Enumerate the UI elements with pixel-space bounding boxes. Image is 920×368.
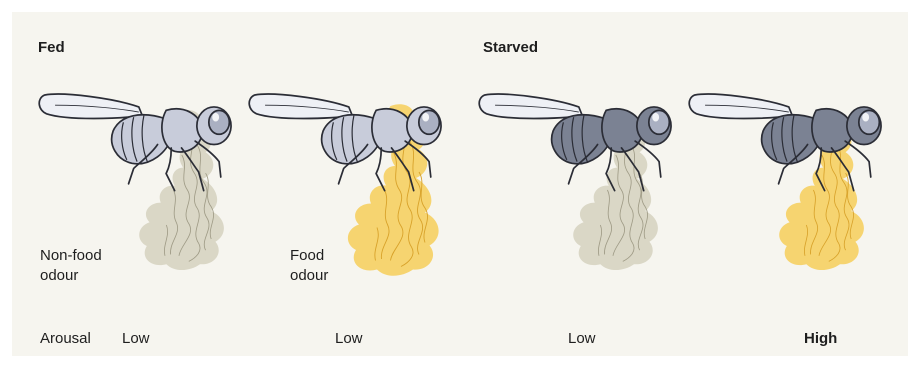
arousal-level-fed-food: Low [335,330,363,347]
odour-label-food-line1: Food [290,246,328,266]
odour-label-non-food-line1: Non-food [40,246,102,266]
odour-label-non-food-line2: odour [40,266,102,286]
group-label-fed: Fed [38,39,65,56]
odour-label-non-food: Non-food odour [40,246,102,286]
arousal-level-starved-non-food: Low [568,330,596,347]
group-label-starved: Starved [483,39,538,56]
arousal-level-starved-food: High [804,330,837,347]
arousal-label: Arousal [40,330,91,347]
odour-label-food: Food odour [290,246,328,286]
odour-label-food-line2: odour [290,266,328,286]
arousal-level-fed-non-food: Low [122,330,150,347]
